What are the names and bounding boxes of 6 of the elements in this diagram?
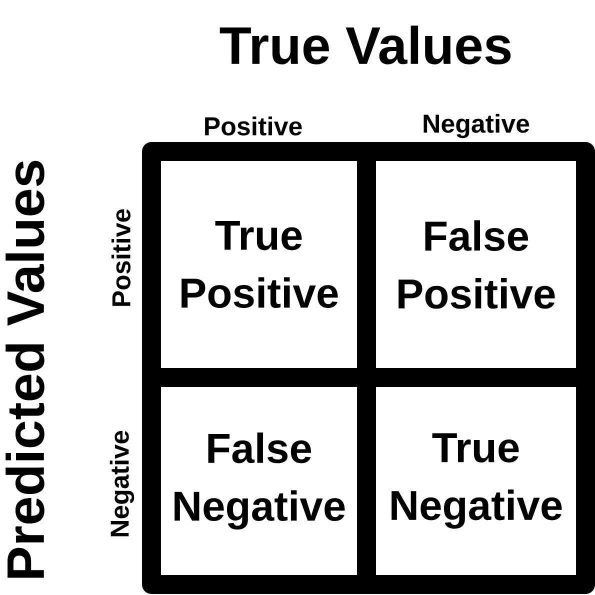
row-header: Positive: [112, 209, 130, 306]
column-header: Positive: [205, 116, 302, 136]
row-header: Negative: [110, 430, 134, 536]
column-header: Negative: [424, 114, 530, 138]
title: True Values: [220, 26, 511, 64]
axis-title: Predicted Values: [6, 160, 44, 578]
